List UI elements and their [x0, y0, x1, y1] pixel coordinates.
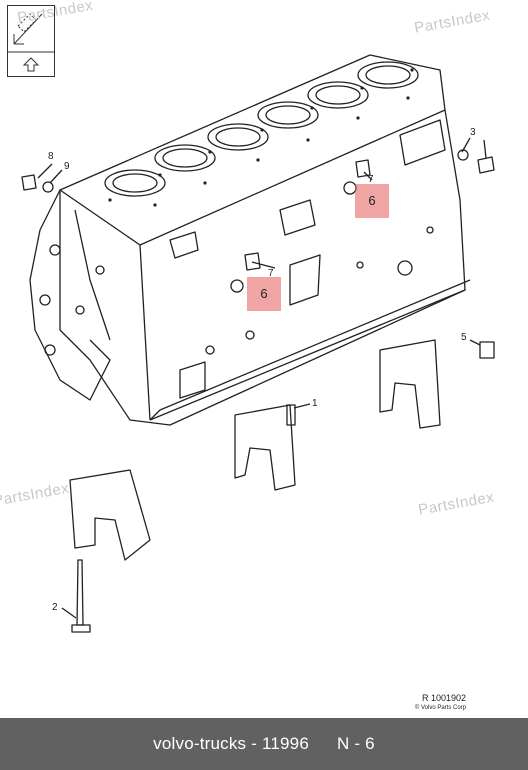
plug — [479, 341, 495, 359]
block-body — [59, 109, 466, 426]
cylinder-bore-4 — [257, 101, 319, 129]
engine-block-drawing — [21, 54, 495, 633]
reference-code: R 1001902 — [421, 693, 466, 703]
callout-6-lower-label: 6 — [260, 286, 268, 301]
callout-2[interactable]: 2 — [52, 602, 58, 613]
diagram-canvas: PartsIndex PartsIndex PartsIndex PartsIn… — [0, 0, 496, 713]
callout-3[interactable]: 3 — [470, 127, 476, 138]
cylinder-bore-1 — [104, 169, 166, 197]
footer-bar: volvo-trucks - 11996 N - 6 — [0, 718, 528, 770]
cap-bolt — [76, 559, 84, 626]
callout-5[interactable]: 5 — [461, 332, 467, 343]
callout-6-upper-label: 6 — [368, 193, 376, 208]
copyright-text: © Volvo Parts Corp — [414, 705, 466, 711]
cylinder-bore-6 — [357, 61, 419, 89]
callout-7-upper[interactable]: 7 — [368, 174, 374, 185]
cylinder-bore-2 — [154, 144, 216, 172]
block-top-deck — [59, 54, 446, 246]
callout-9[interactable]: 9 — [64, 161, 70, 172]
highlight-callout-6-lower[interactable]: 6 — [247, 277, 281, 311]
bearing-cap-front — [69, 469, 151, 561]
footer-item-label: N - 6 — [336, 734, 375, 753]
side-cover — [289, 254, 321, 306]
navigation-thumbnail[interactable] — [7, 5, 55, 77]
callout-1[interactable]: 1 — [312, 398, 318, 409]
cylinder-bore-3 — [207, 123, 269, 151]
bearing-cap-rear — [379, 339, 441, 429]
callout-7-lower[interactable]: 7 — [268, 268, 274, 279]
up-arrow-icon — [22, 57, 40, 72]
front-plate — [29, 189, 111, 401]
cylinder-bore-5 — [307, 81, 369, 109]
diagonal-arrow-icon — [13, 13, 43, 45]
footer-part-number: volvo-trucks - 11996 — [153, 734, 309, 753]
dowel-pin — [286, 404, 296, 426]
plug-side — [477, 156, 495, 174]
callout-8[interactable]: 8 — [48, 151, 54, 162]
highlight-callout-6-upper[interactable]: 6 — [355, 184, 389, 218]
diagram-reference: R 1001902 © Volvo Parts Corp — [415, 693, 466, 713]
bearing-cap-center — [234, 404, 296, 491]
